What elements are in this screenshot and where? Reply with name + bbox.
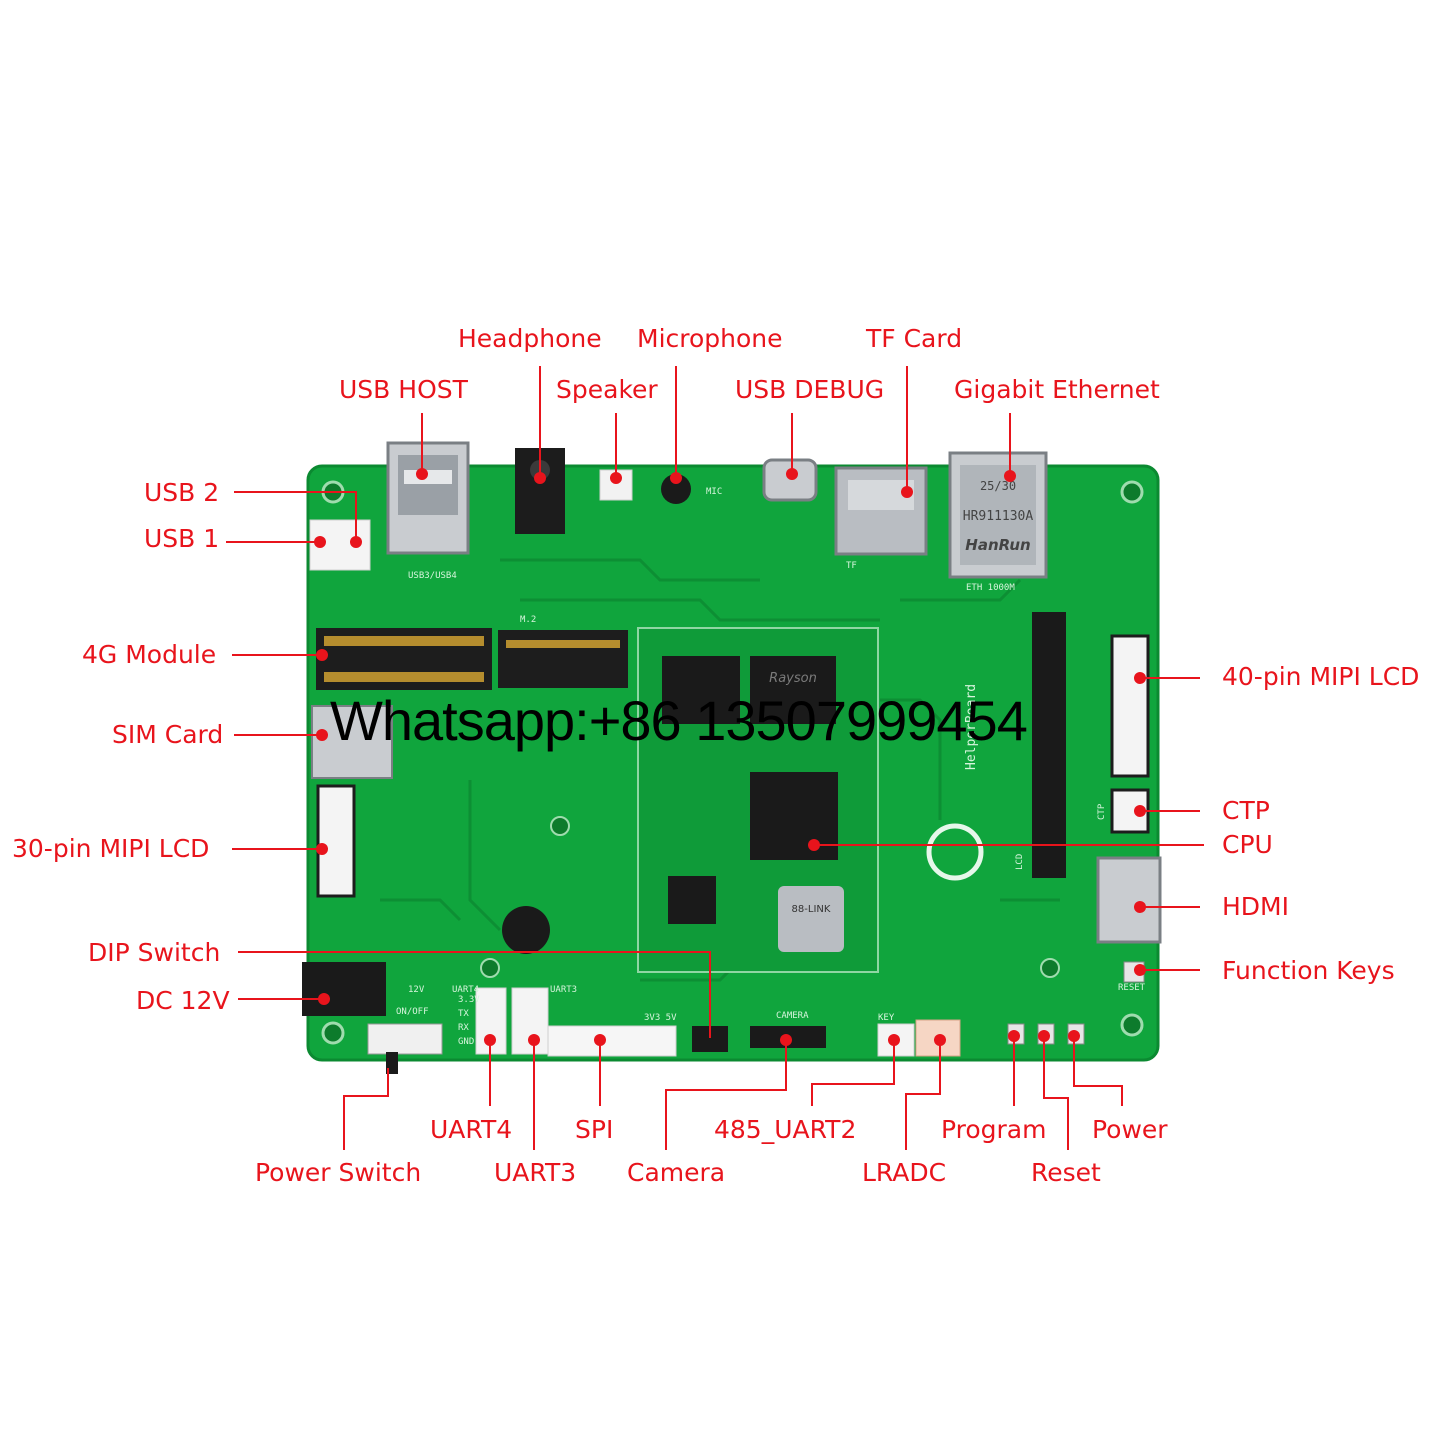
leader-lines [226, 366, 1204, 1150]
eth-brand-text: HanRun [965, 536, 1030, 554]
silk-ctp: CTP [1097, 803, 1107, 820]
leader-dots [314, 468, 1146, 1046]
label-speaker: Speaker [556, 375, 658, 404]
ethernet-port: 25/30 HR911130A HanRun [948, 451, 1048, 579]
hdmi-port [1096, 856, 1162, 944]
silk-lcd: LCD [1015, 854, 1025, 870]
silk-uart-pin-3v3: 3.3V [458, 995, 480, 1005]
label-uart3: UART3 [494, 1158, 577, 1187]
label-camera: Camera [627, 1158, 726, 1187]
silk-uart-pin-rx: RX [458, 1023, 469, 1033]
label-microphone: Microphone [637, 324, 783, 353]
wifi-brand-text: 88-LINK [792, 904, 831, 915]
silk-spi: 3V3 5V [644, 1013, 677, 1023]
label-usb-debug: USB DEBUG [735, 375, 885, 404]
buzzer [502, 906, 550, 954]
tf-card-slot [834, 466, 928, 556]
silk-reset: RESET [1118, 983, 1146, 993]
eth-code-text: HR911130A [963, 509, 1034, 524]
label-usb1: USB 1 [144, 524, 220, 553]
label-power: Power [1092, 1115, 1168, 1144]
label-gigabit-ethernet: Gigabit Ethernet [954, 375, 1160, 404]
silk-uart4: UART4 [452, 985, 479, 995]
dc-jack [302, 962, 386, 1016]
spi-header [547, 1025, 677, 1057]
label-function-keys: Function Keys [1222, 956, 1395, 985]
label-reset: Reset [1031, 1158, 1101, 1187]
brand-logo-icon [926, 823, 984, 881]
silk-camera: CAMERA [776, 1011, 809, 1021]
label-usb-host: USB HOST [339, 375, 468, 404]
label-mipi30: 30-pin MIPI LCD [12, 834, 210, 863]
core-module: Rayson 88-LINK [637, 627, 879, 973]
silk-uart-pin-gnd: GND [458, 1037, 474, 1047]
eth-date-text: 25/30 [980, 479, 1016, 493]
silk-key: KEY [878, 1013, 895, 1023]
label-spi: SPI [575, 1115, 614, 1144]
microphone-capsule [661, 474, 691, 504]
label-mipi40: 40-pin MIPI LCD [1222, 662, 1420, 691]
usb-debug-port [762, 458, 818, 502]
uart3-connector [511, 987, 549, 1055]
label-tf-card: TF Card [866, 324, 963, 353]
label-hdmi: HDMI [1222, 892, 1289, 921]
watermark-text: Whatsapp:+86 13507999454 [330, 689, 1028, 752]
board-brand-text: HelperBoard [964, 684, 979, 770]
silk-mic: MIC [706, 487, 722, 497]
sim-card-slot [311, 705, 393, 779]
label-usb2: USB 2 [144, 478, 220, 507]
silk-onoff: ON/OFF [396, 1007, 429, 1017]
silk-tf: TF [846, 561, 857, 571]
gpio-40pin-header [1032, 612, 1066, 878]
silk-usb34: USB3/USB4 [408, 571, 457, 581]
label-program: Program [941, 1115, 1047, 1144]
wifi-module [778, 886, 844, 952]
label-sim-card: SIM Card [112, 720, 224, 749]
silk-m2: M.2 [520, 615, 536, 625]
label-cpu: CPU [1222, 830, 1273, 859]
label-485-uart2: 485_UART2 [714, 1115, 857, 1144]
label-uart4: UART4 [430, 1115, 513, 1144]
silkscreen: USB3/USB4 M.2 ETH 1000M MIC TF CAMERA KE… [396, 487, 1146, 1047]
power-switch [367, 1023, 443, 1055]
label-lradc: LRADC [862, 1158, 947, 1187]
label-headphone: Headphone [458, 324, 602, 353]
m2-slot [498, 630, 628, 688]
label-power-switch: Power Switch [255, 1158, 422, 1187]
silk-uart-pin-tx: TX [458, 1009, 469, 1019]
silk-dc: 12V [408, 985, 425, 995]
silk-eth: ETH 1000M [966, 583, 1015, 593]
silk-uart3: UART3 [550, 985, 577, 995]
label-dc12v: DC 12V [136, 986, 230, 1015]
usb-host-port [386, 441, 470, 555]
label-dip-switch: DIP Switch [88, 938, 221, 967]
4g-module-slot [316, 628, 492, 690]
mipi40-connector [1110, 634, 1150, 778]
cpu-chip [750, 772, 838, 860]
label-ctp: CTP [1222, 796, 1270, 825]
mem-brand-text: Rayson [769, 671, 817, 686]
mipi30-connector [316, 784, 356, 898]
label-4g-module: 4G Module [82, 640, 217, 669]
